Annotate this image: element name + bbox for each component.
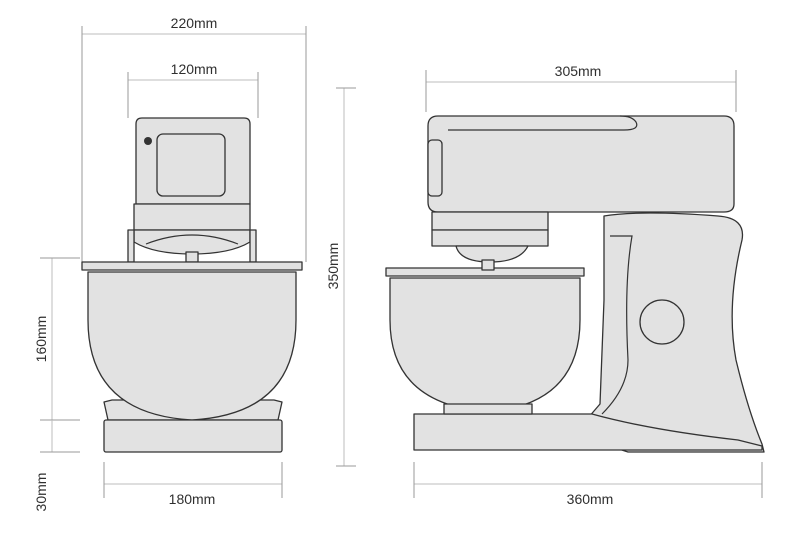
label-front-base-width: 180mm xyxy=(169,491,216,507)
front-collar xyxy=(133,203,251,231)
label-front-head-width: 120mm xyxy=(171,61,218,77)
power-indicator-icon xyxy=(144,137,152,145)
label-side-base-length: 360mm xyxy=(567,491,614,507)
side-bowl-body xyxy=(389,277,581,413)
label-overall-height: 350mm xyxy=(325,243,341,290)
label-side-head-length: 305mm xyxy=(555,63,602,79)
side-head-handle xyxy=(427,139,443,197)
front-bowl-rim xyxy=(81,261,303,271)
side-base xyxy=(413,413,763,451)
side-head-seam xyxy=(448,115,638,131)
front-collar-detail xyxy=(145,234,239,245)
side-bowl-rim xyxy=(385,267,585,277)
label-front-overall-width: 220mm xyxy=(171,15,218,31)
label-front-bowl-height: 160mm xyxy=(33,316,49,363)
side-bowl-foot xyxy=(443,403,533,415)
side-column-inner-detail xyxy=(601,235,633,415)
side-collar-top xyxy=(431,211,549,231)
dimension-labels: 220mm 120mm 160mm 30mm 180mm 350mm 305mm… xyxy=(33,15,613,511)
front-control-panel xyxy=(156,133,226,197)
front-stand-left xyxy=(127,229,135,263)
side-beater-shaft xyxy=(481,259,495,271)
side-view xyxy=(385,115,765,453)
front-base xyxy=(103,419,283,453)
side-motor-head xyxy=(427,115,735,213)
side-collar-bottom xyxy=(431,229,549,247)
front-stand-right xyxy=(249,229,257,263)
front-beater-shaft xyxy=(185,251,199,263)
label-front-base-height: 30mm xyxy=(33,473,49,512)
front-bowl-body xyxy=(87,271,297,421)
speed-dial-icon[interactable] xyxy=(639,299,685,345)
dimension-lines xyxy=(40,26,763,498)
front-view xyxy=(81,117,303,453)
